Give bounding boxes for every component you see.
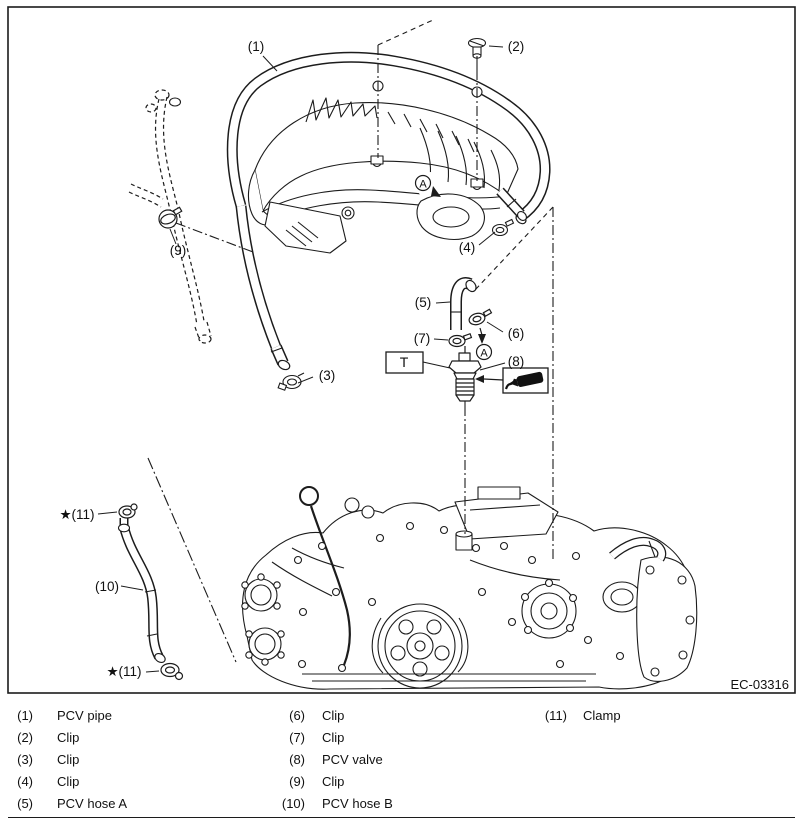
legend-item-4: (4) Clip	[8, 771, 127, 793]
legend-item-number: (3)	[17, 752, 33, 767]
callout-7-label: (7)	[414, 331, 431, 346]
legend-item-name: Clip	[57, 730, 80, 745]
tee-label: T	[400, 354, 409, 370]
callout-8-label: (8)	[508, 354, 525, 369]
legend-item-number: (7)	[289, 730, 305, 745]
legend-item-name: Clamp	[583, 708, 621, 723]
figure-area: A A T	[7, 6, 796, 694]
legend-item-name: PCV hose A	[57, 796, 128, 811]
legend-item-name: Clip	[322, 774, 345, 789]
figure-border	[7, 6, 796, 694]
legend-item-number: (8)	[289, 752, 305, 767]
legend-item-number: (9)	[289, 774, 305, 789]
clamp-11-bottom-part	[160, 662, 184, 681]
legend-column-1: (1) PCV pipe (2) Clip (3) Clip (4) Clip (5) P…	[8, 705, 127, 815]
callout-4-label: (4)	[459, 240, 476, 255]
clip-9-part	[158, 206, 183, 229]
pcv-hose-b-drawing	[117, 518, 166, 663]
callout-11-top-label: ★(11)	[59, 507, 94, 522]
clip-2-part	[467, 37, 487, 59]
engine-block-drawing	[241, 486, 698, 690]
detail-a-valve: A	[475, 327, 493, 361]
legend-item-1: (1) PCV pipe	[8, 705, 127, 727]
tee-box: T	[385, 351, 451, 374]
callout-5-label: (5)	[415, 295, 432, 310]
clip-4-part	[491, 218, 515, 237]
legend-item-number: (2)	[17, 730, 33, 745]
callout-3-label: (3)	[319, 368, 336, 383]
detail-a-letter: A	[419, 179, 427, 191]
clip-6-part	[468, 308, 493, 326]
callout-1-label: (1)	[248, 39, 265, 54]
legend-item-name: Clip	[322, 730, 345, 745]
legend-item-name: PCV valve	[322, 752, 383, 767]
clip-seat	[370, 155, 384, 168]
intake-manifold-drawing	[247, 97, 519, 254]
legend-column-3: (11) Clamp	[528, 705, 621, 727]
legend-item-5: (5) PCV hose A	[8, 793, 127, 815]
alignment-lines	[147, 19, 554, 663]
figure-code: EC-03316	[730, 677, 789, 692]
legend-item-name: PCV hose B	[322, 796, 393, 811]
legend-column-2: (6) Clip (7) Clip (8) PCV valve (9) Clip (10…	[268, 705, 393, 815]
callout-10-label: (10)	[95, 579, 119, 594]
clip-3-part	[277, 372, 305, 391]
legend-item-number: (11)	[544, 708, 567, 723]
legend-item-number: (10)	[281, 796, 305, 811]
legend-item-6: (6) Clip	[268, 705, 393, 727]
manifold-hose-drawing	[496, 187, 527, 221]
arrow-icon	[475, 375, 484, 383]
pcv-valve-part	[448, 352, 482, 402]
detail-a-manifold: A	[414, 174, 441, 197]
legend-item-name: Clip	[57, 774, 80, 789]
legend-item-name: Clip	[57, 752, 80, 767]
legend-item-8: (8) PCV valve	[268, 749, 393, 771]
clip-seat	[470, 178, 484, 191]
pcv-system-diagram: A A T	[7, 6, 796, 694]
callout-leaders	[97, 45, 506, 673]
arrow-icon	[478, 334, 486, 344]
arrow-icon	[431, 186, 441, 197]
legend-item-3: (3) Clip	[8, 749, 127, 771]
legend-item-name: Clip	[322, 708, 345, 723]
legend-item-11: (11) Clamp	[528, 705, 621, 727]
callout-11-bottom-label: ★(11)	[106, 664, 141, 679]
liquid-gasket-icon	[504, 371, 544, 390]
phantom-hose-assembly	[128, 89, 212, 344]
legend-item-number: (5)	[17, 796, 33, 811]
clamp-11-top-part	[118, 503, 138, 519]
callout-labels: (1) (2) (3) (4) (5) (6) (7) (8) (9) (10)…	[59, 39, 524, 679]
callout-2-label: (2)	[508, 39, 525, 54]
legend-item-number: (6)	[289, 708, 305, 723]
legend-item-7: (7) Clip	[268, 727, 393, 749]
pcv-hose-a-drawing	[450, 277, 477, 353]
legend-item-number: (4)	[17, 774, 33, 789]
legend-item-2: (2) Clip	[8, 727, 127, 749]
callout-6-label: (6)	[508, 326, 525, 341]
legend-item-10: (10) PCV hose B	[268, 793, 393, 815]
legend-item-9: (9) Clip	[268, 771, 393, 793]
sealant-box	[475, 367, 549, 394]
top-fitting	[168, 97, 182, 107]
legend-bottom-rule	[8, 817, 795, 818]
legend-item-number: (1)	[17, 708, 33, 723]
detail-a-letter: A	[480, 348, 488, 360]
callout-9-label: (9)	[170, 243, 187, 258]
clip-7-part	[448, 332, 473, 348]
legend-item-name: PCV pipe	[57, 708, 112, 723]
pcv-pipe-drawing	[226, 51, 551, 371]
